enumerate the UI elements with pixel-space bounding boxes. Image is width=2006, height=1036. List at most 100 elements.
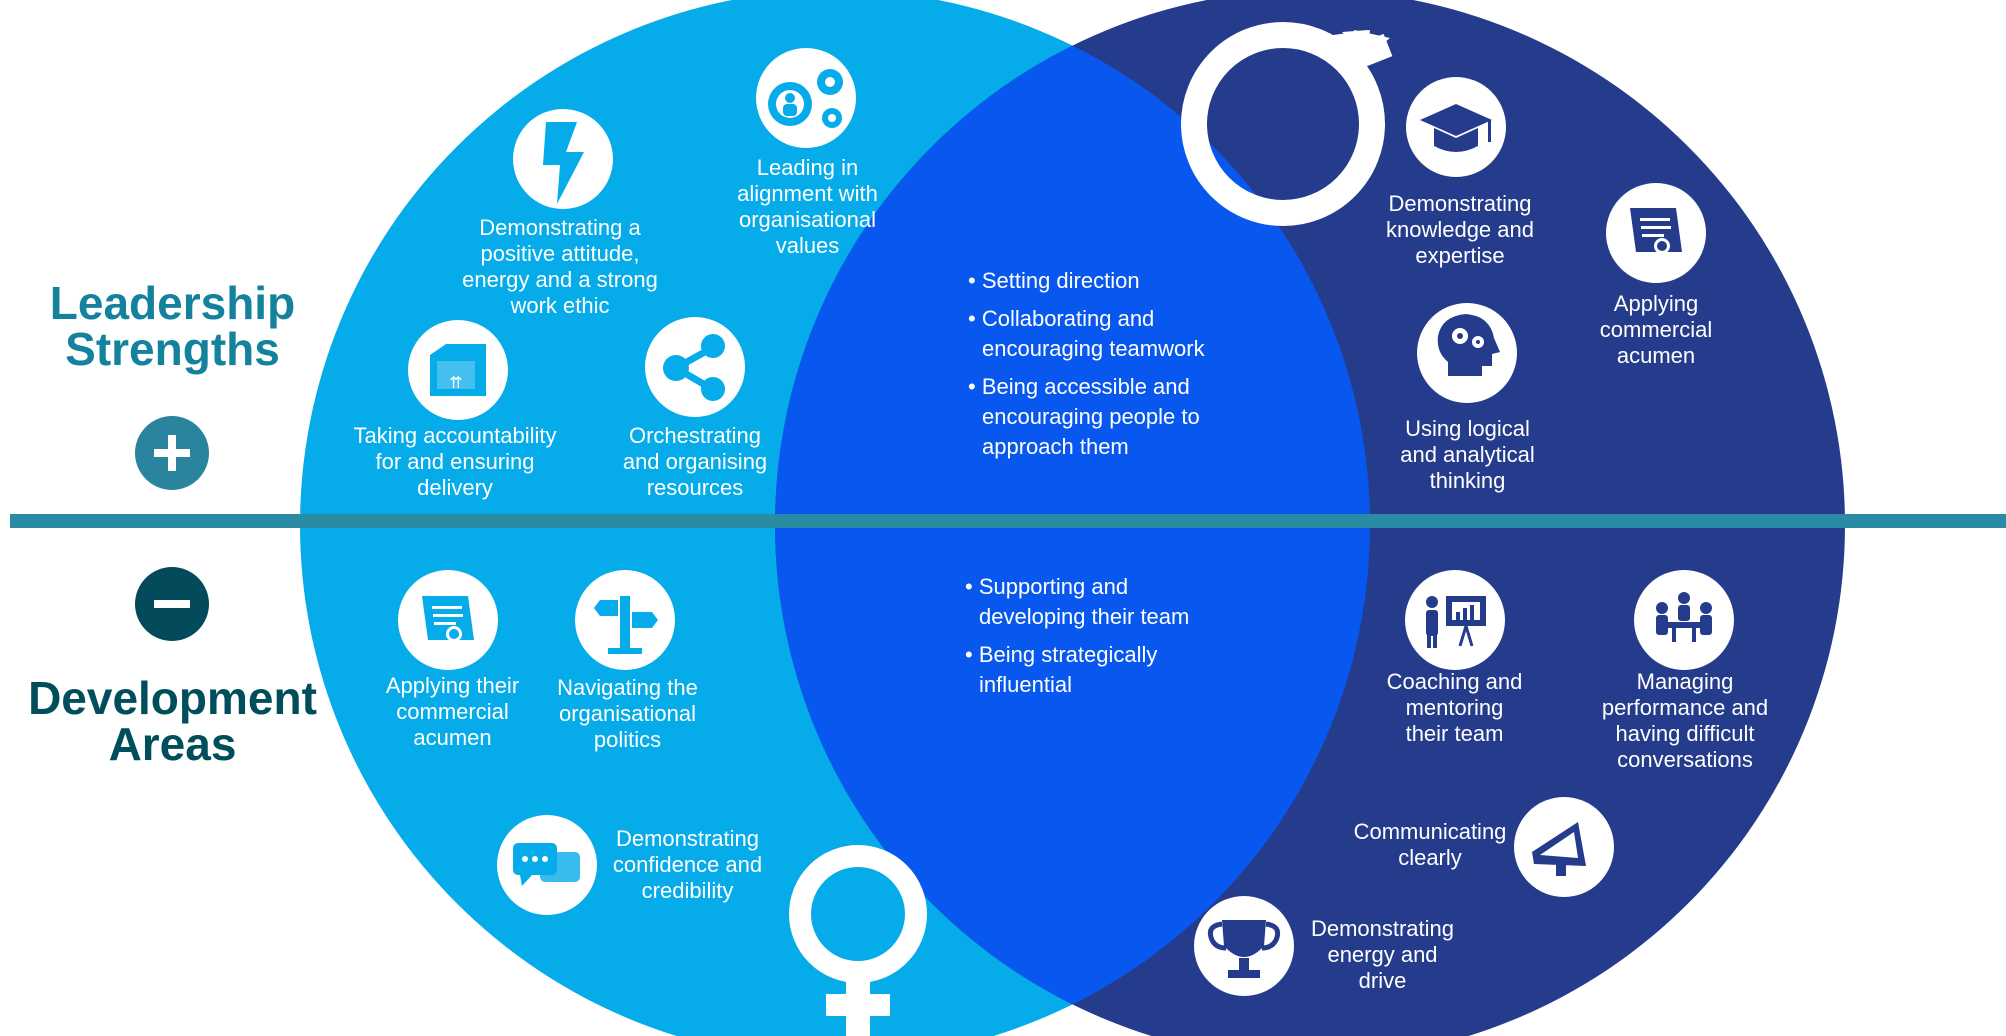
svg-text:⇈: ⇈ [449, 375, 462, 392]
label-line: Communicating [1353, 819, 1507, 844]
title-line: Development [28, 672, 317, 724]
gear-person-icon [756, 48, 856, 148]
label-line: politics [593, 727, 662, 752]
female-strength-label: Leading in alignment with organisational… [700, 155, 915, 259]
female-strength-label: Taking accountability for and ensuring d… [335, 423, 575, 501]
certificate-icon [398, 570, 498, 670]
label-line: Taking accountability [353, 423, 557, 448]
label-line: expertise [1415, 243, 1505, 268]
bullet-line: influential [979, 672, 1072, 697]
male-strength-label: Demonstrating knowledge and expertise [1360, 191, 1560, 269]
label-line: Using logical [1405, 416, 1530, 441]
package-box-icon: ⇈ [408, 320, 508, 420]
label-line: Orchestrating [628, 423, 762, 448]
label-line: for and ensuring [375, 449, 535, 474]
label-line: organisational [559, 701, 696, 726]
label-line: positive attitude, [480, 241, 640, 266]
label-line: Leading in [756, 155, 859, 180]
label-line: Navigating the [557, 675, 698, 700]
female-strength-label: Orchestrating and organising resources [600, 423, 790, 501]
male-development-label: Managing performance and having difficul… [1590, 669, 1780, 773]
label-line: drive [1358, 968, 1407, 993]
development-areas-title: Development Areas [20, 675, 325, 767]
graduation-cap-icon [1406, 77, 1506, 177]
divider-line [10, 514, 2006, 528]
female-symbol-icon [789, 845, 927, 1036]
chat-bubbles-icon [497, 815, 597, 915]
label-line: Demonstrating [1310, 916, 1455, 941]
bullet-line: developing their team [979, 604, 1190, 629]
label-line: thinking [1429, 468, 1506, 493]
label-line: Coaching and [1386, 669, 1523, 694]
label-line: clearly [1398, 845, 1462, 870]
bullet-line: Being strategically [965, 640, 1265, 670]
signpost-icon [575, 570, 675, 670]
plus-icon [135, 416, 209, 490]
bullet-line: approach them [982, 434, 1129, 459]
label-line: commercial [1599, 317, 1713, 342]
label-line: credibility [641, 878, 734, 903]
label-line: acumen [413, 725, 492, 750]
bullet-item: Collaborating and encouraging teamwork [968, 304, 1268, 364]
label-line: and organising [622, 449, 768, 474]
label-line: and analytical [1400, 442, 1535, 467]
label-line: alignment with [737, 181, 878, 206]
megaphone-icon [1514, 797, 1614, 897]
label-line: acumen [1616, 343, 1696, 368]
female-development-label: Applying their commercial acumen [370, 673, 535, 751]
bullet-item: Being strategically influential [965, 640, 1265, 700]
label-line: commercial [396, 699, 509, 724]
certificate-icon [1606, 183, 1706, 283]
trophy-icon [1194, 896, 1294, 996]
meeting-icon [1634, 570, 1734, 670]
share-network-icon [645, 317, 745, 417]
male-symbol-icon [1181, 22, 1393, 226]
title-line: Areas [108, 718, 237, 770]
head-gears-icon [1417, 303, 1517, 403]
label-line: their team [1405, 721, 1504, 746]
label-line: conversations [1617, 747, 1753, 772]
lightning-bolt-icon [513, 109, 613, 209]
label-line: work ethic [510, 293, 610, 318]
bullet-line: Supporting and [965, 572, 1265, 602]
label-line: Demonstrating a [479, 215, 641, 240]
leadership-strengths-title: Leadership Strengths [20, 280, 325, 372]
bullet-line: Being accessible and [968, 372, 1268, 402]
female-strength-label: Demonstrating a positive attitude, energ… [440, 215, 680, 319]
label-line: values [775, 233, 840, 258]
bullet-item: Supporting and developing their team [965, 572, 1265, 632]
bullet-line: encouraging teamwork [982, 336, 1205, 361]
label-line: Applying their [385, 673, 520, 698]
shared-strengths-list: Setting direction Collaborating and enco… [968, 266, 1268, 470]
female-development-label: Demonstrating confidence and credibility [605, 826, 770, 904]
label-line: Managing [1636, 669, 1734, 694]
bullet-item: Being accessible and encouraging people … [968, 372, 1268, 462]
label-line: Demonstrating [1388, 191, 1532, 216]
bullet-line: encouraging people to [982, 404, 1200, 429]
male-development-label: Demonstrating energy and drive [1300, 916, 1465, 994]
label-line: Demonstrating [615, 826, 760, 851]
male-strength-label: Applying commercial acumen [1571, 291, 1741, 369]
label-line: energy and [1327, 942, 1438, 967]
label-line: confidence and [612, 852, 763, 877]
bullet-line: Collaborating and [968, 304, 1268, 334]
male-development-label: Communicating clearly [1340, 819, 1520, 871]
label-line: resources [646, 475, 744, 500]
male-strength-label: Using logical and analytical thinking [1375, 416, 1560, 494]
female-development-label: Navigating the organisational politics [545, 675, 710, 753]
label-line: Applying [1613, 291, 1699, 316]
bullet-item: Setting direction [968, 266, 1268, 296]
label-line: knowledge and [1385, 217, 1534, 242]
label-line: energy and a strong [462, 267, 658, 292]
male-development-label: Coaching and mentoring their team [1372, 669, 1537, 747]
label-line: having difficult [1615, 721, 1755, 746]
title-line: Leadership [49, 277, 296, 329]
shared-development-list: Supporting and developing their team Bei… [965, 572, 1265, 708]
presentation-icon [1405, 570, 1505, 670]
minus-icon [135, 567, 209, 641]
title-line: Strengths [65, 323, 280, 375]
label-line: delivery [417, 475, 493, 500]
label-line: organisational [739, 207, 876, 232]
bullet-line: Setting direction [968, 266, 1268, 296]
